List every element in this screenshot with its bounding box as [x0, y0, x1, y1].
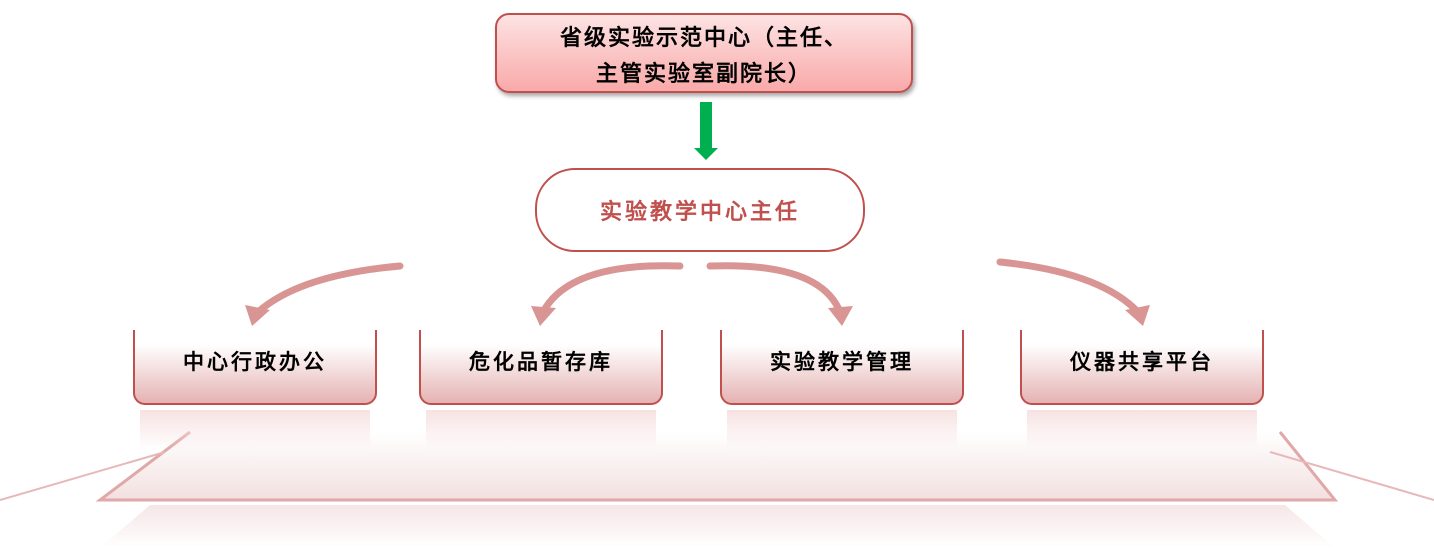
- left-line: [0, 451, 166, 501]
- box-reflection: [1027, 410, 1257, 450]
- unit-instrument-sharing: 仪器共享平台: [1020, 330, 1264, 405]
- right-line: [1269, 451, 1434, 501]
- arrowhead-2: [531, 306, 556, 326]
- provincial-center-box: 省级实验示范中心（主任、 主管实验室副院长）: [495, 13, 913, 93]
- green-arrow-icon: [694, 102, 718, 160]
- curved-arrow-2: [539, 262, 684, 316]
- platform: [100, 432, 1335, 500]
- arrowhead-4: [1125, 305, 1150, 326]
- curved-arrow-3: [706, 262, 844, 316]
- curved-arrow-4: [996, 258, 1142, 316]
- platform-edge: [95, 430, 1339, 502]
- platform-reflection: [100, 505, 1335, 548]
- arrowhead-3: [828, 306, 853, 326]
- box-reflection: [727, 410, 957, 450]
- box-reflection: [426, 410, 656, 450]
- unit-hazchem-storage: 危化品暂存库: [419, 330, 663, 405]
- top-line-2: 主管实验室副院长）: [595, 62, 812, 87]
- unit-teaching-management: 实验教学管理: [720, 330, 964, 405]
- box-reflection: [140, 410, 370, 450]
- arrowhead-1: [245, 305, 270, 326]
- unit-admin-office: 中心行政办公: [133, 330, 377, 405]
- curved-arrow-1: [254, 262, 404, 316]
- director-box: 实验教学中心主任: [535, 168, 865, 252]
- top-line-1: 省级实验示范中心（主任、: [559, 26, 848, 51]
